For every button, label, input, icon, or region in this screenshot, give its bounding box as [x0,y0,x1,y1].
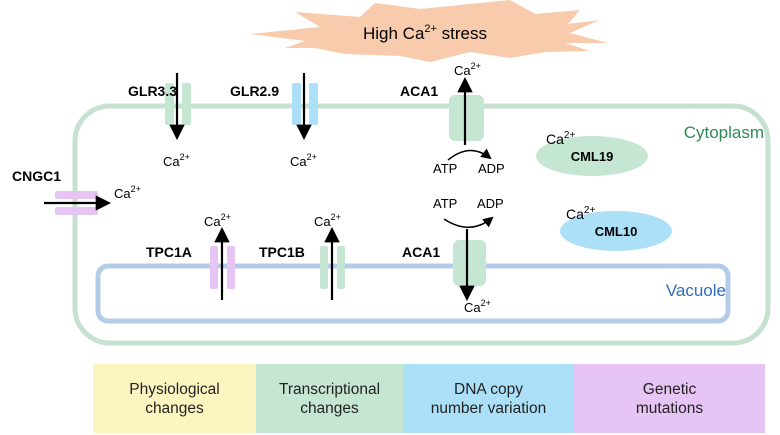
cml19-protein [536,136,648,176]
atp-label-vacuole: ATP [433,196,457,211]
glr29-label: GLR2.9 [230,83,279,99]
glr33-channel [165,73,191,141]
stress-burst [250,0,608,62]
legend-line: Genetic [642,380,697,398]
cml10-protein [560,211,672,251]
glr29-channel [292,73,318,141]
adp-label-vacuole: ADP [477,196,504,211]
tpc1b-label: TPC1B [259,244,305,260]
cytoplasm-label: Cytoplasm [684,123,764,142]
legend-line: mutations [635,399,704,417]
ca-ion-cngc1: Ca2+ [114,184,141,201]
vacuole-label: Vacuole [666,281,726,300]
ca-ion-tpc1a: Ca2+ [204,212,231,229]
tpc1a-label: TPC1A [146,244,192,260]
tpc1a-channel [210,226,235,300]
aca1-pm-pump [447,76,492,161]
glr33-label: GLR3.3 [128,83,177,99]
aca1-vacuole-pump [443,216,494,302]
cml10-label: CML10 [595,224,638,239]
ca-ion-aca1-pm: Ca2+ [454,61,481,78]
atp-label-pm: ATP [433,161,457,176]
cml19-label: CML19 [571,149,614,164]
ca-ion-glr29: Ca2+ [290,152,317,169]
legend-line: changes [300,399,359,417]
tpc1b-channel [320,226,345,300]
aca1-pm-label: ACA1 [400,83,438,99]
adp-label-pm: ADP [478,161,505,176]
cngc1-label: CNGC1 [12,168,61,184]
legend-line: Transcriptional [278,380,381,398]
ca-ion-cml10: Ca2+ [566,205,595,222]
ca-ion-aca1-vacuole: Ca2+ [464,298,491,315]
legend-line: changes [145,399,204,417]
legend-line: Physiological [129,380,220,398]
stress-label: High Ca2+ stress [363,23,487,43]
plasma-membrane [72,103,771,346]
ca-ion-tpc1b: Ca2+ [314,212,341,229]
legend-line: number variation [430,399,547,417]
ca-ion-glr33: Ca2+ [163,152,190,169]
legend-line: DNA copy [454,380,523,398]
cngc1-channel [44,191,112,215]
aca1-vacuole-label: ACA1 [402,244,440,260]
vacuole-membrane [95,263,731,324]
ca-ion-cml19: Ca2+ [546,130,575,147]
